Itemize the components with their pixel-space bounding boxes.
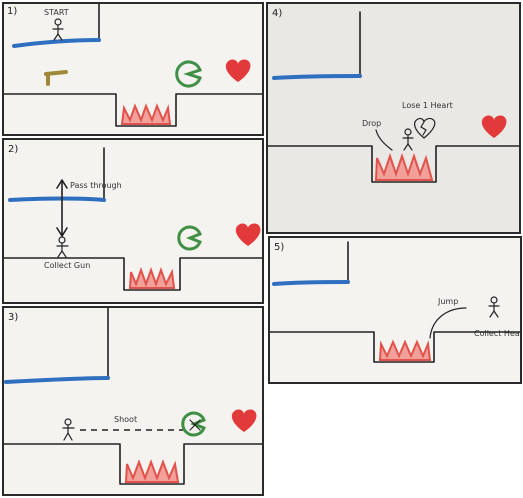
panel-1: 1) START (2, 2, 264, 136)
drop-arrow (56, 179, 68, 237)
blue-platform (12, 38, 101, 48)
stick-figure-icon (402, 128, 414, 151)
ground (270, 331, 520, 363)
spike-pit-icon (124, 459, 180, 483)
drop-label: Drop (362, 119, 381, 128)
spike-pit-icon (128, 267, 176, 289)
panel-3: 3) Shoot (2, 306, 264, 496)
panel-number: 3) (8, 312, 19, 323)
ground (4, 443, 262, 485)
blue-platform (8, 196, 106, 202)
stick-figure-icon (62, 418, 75, 441)
heart-icon (481, 115, 507, 138)
ground (268, 145, 519, 183)
blue-platform (272, 74, 362, 80)
pacman-enemy-icon (181, 411, 206, 437)
gun-icon (44, 70, 68, 86)
pass-through-label: Pass through (70, 181, 122, 190)
heart-icon (235, 223, 261, 246)
collect-gun-label: Collect Gun (44, 261, 90, 270)
panel-4: 4) Drop Lose 1 Heart (266, 2, 521, 234)
panel-number: 5) (274, 242, 285, 253)
stick-figure-icon (56, 236, 69, 258)
broken-heart-icon (414, 117, 436, 139)
panel-number: 4) (272, 8, 283, 19)
collect-heart-label: Collect Heart (474, 329, 522, 338)
hit-mark (189, 419, 201, 431)
blue-platform (272, 280, 350, 286)
spike-pit-icon (378, 339, 432, 361)
stick-figure-icon (52, 18, 64, 41)
pacman-enemy-icon (175, 60, 202, 88)
spike-pit-icon (374, 152, 434, 181)
panel-number: 1) (7, 6, 18, 17)
shoot-label: Shoot (114, 415, 137, 424)
panel-number: 2) (8, 144, 19, 155)
heart-icon (231, 409, 257, 432)
lose-heart-label: Lose 1 Heart (402, 101, 453, 110)
blue-platform (4, 376, 110, 384)
drop-pointer (375, 129, 393, 151)
panel-5: 5) Jump Collect Heart (268, 236, 522, 384)
pacman-enemy-icon (177, 225, 202, 251)
jump-label: Jump (437, 297, 458, 306)
heart-icon (225, 59, 251, 82)
spike-pit-icon (120, 103, 172, 125)
stick-figure-icon (488, 296, 500, 318)
ground (4, 257, 262, 291)
panel-2: 2) Pass through Collect Gun (2, 138, 264, 304)
jump-arc (429, 307, 467, 339)
ground (4, 93, 262, 127)
start-label: START (44, 8, 69, 17)
